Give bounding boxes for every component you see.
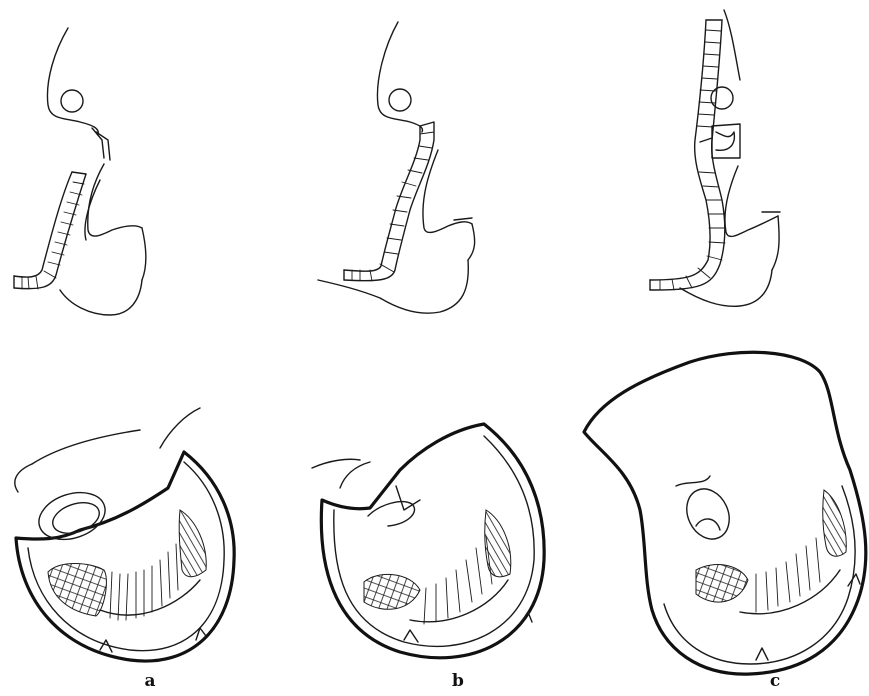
frontal-b	[312, 424, 544, 658]
frontal-c	[584, 352, 866, 674]
panel-label-a: a	[144, 671, 155, 691]
panel-label-c: c	[770, 671, 780, 691]
profile-b	[318, 22, 475, 313]
profile-a	[14, 28, 146, 315]
frontal-a	[15, 408, 234, 661]
panel-label-b: b	[452, 671, 464, 691]
profile-c	[650, 10, 780, 306]
